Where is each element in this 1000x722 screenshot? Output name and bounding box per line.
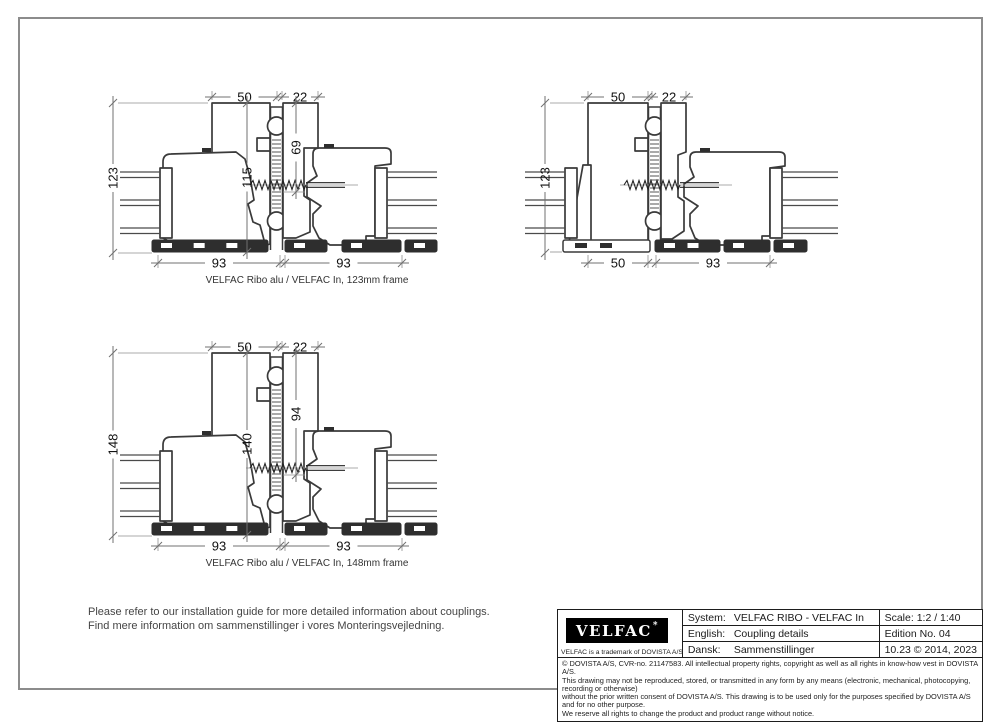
sheet-border xyxy=(18,17,983,690)
copyright-line: This drawing may not be reproduced, stor… xyxy=(562,675,971,693)
note-line-en: Please refer to our installation guide f… xyxy=(88,606,490,618)
meta-cell: Scale: 1:2 / 1:40 Edition No. 04 10.23 ©… xyxy=(879,610,982,657)
installation-note: Please refer to our installation guide f… xyxy=(88,606,490,633)
dimension-label: 50 xyxy=(237,340,251,355)
dimension-label: 93 xyxy=(336,256,350,271)
title-block: VELFAC* VELFAC is a trademark of DOVISTA… xyxy=(557,609,983,722)
dimension-label: 93 xyxy=(336,539,350,554)
dimension-label: 93 xyxy=(212,256,226,271)
dimension-label: 22 xyxy=(662,90,676,105)
dansk-row: Dansk: Sammenstillinger xyxy=(683,642,879,657)
dansk-value: Sammenstillinger xyxy=(733,643,815,656)
scale-row: Scale: 1:2 / 1:40 xyxy=(879,610,982,626)
dimension-label: 50 xyxy=(611,256,625,271)
dimension-label: 115 xyxy=(240,167,255,188)
dimension-label: 50 xyxy=(237,90,251,105)
title-block-top: VELFAC* VELFAC is a trademark of DOVISTA… xyxy=(558,610,982,658)
dimension-label: 93 xyxy=(706,256,720,271)
copyright-line: We reserve all rights to change the prod… xyxy=(562,708,815,718)
copyright-line: without the prior written consent of DOV… xyxy=(562,692,971,710)
note-line-da: Find mere information om sammenstillinge… xyxy=(88,619,445,632)
dimension-label: 22 xyxy=(293,340,307,355)
detail-123-50-variant: 50 22 123 50 93 xyxy=(525,90,838,271)
english-label: English: xyxy=(687,627,726,640)
velfac-logo: VELFAC* xyxy=(566,618,668,643)
drawing-sheet: { "drawings": [ { "caption": "VELFAC Rib… xyxy=(18,17,983,722)
edition-row: Edition No. 04 xyxy=(879,626,982,642)
dimension-label: 123 xyxy=(106,167,121,189)
dimension-label: 140 xyxy=(240,433,255,455)
trademark-line: VELFAC is a trademark of DOVISTA A/S xyxy=(561,649,683,656)
system-value: VELFAC RIBO - VELFAC In xyxy=(733,611,864,624)
date-row: 10.23 © 2014, 2023 xyxy=(884,643,977,656)
dansk-label: Dansk: xyxy=(687,643,721,656)
copyright-block: © DOVISTA A/S, CVR-no. 21147583. All int… xyxy=(558,658,982,721)
dimension-label: 123 xyxy=(538,167,553,189)
english-value: Coupling details xyxy=(733,627,809,640)
drawing-caption: VELFAC Ribo alu / VELFAC In, 148mm frame xyxy=(206,558,409,569)
dimension-label: 50 xyxy=(611,90,625,105)
dimension-label: 22 xyxy=(293,90,307,105)
logo-cell: VELFAC* VELFAC is a trademark of DOVISTA… xyxy=(558,610,683,657)
logo-text: VELFAC xyxy=(575,621,652,640)
dimension-label: 94 xyxy=(289,407,304,421)
drawing-caption: VELFAC Ribo alu / VELFAC In, 123mm frame xyxy=(206,275,409,286)
dimension-label: 148 xyxy=(106,434,121,456)
system-info-cell: System: VELFAC RIBO - VELFAC In English:… xyxy=(682,610,880,657)
copyright-line: © DOVISTA A/S, CVR-no. 21147583. All int… xyxy=(562,659,978,677)
system-label: System: xyxy=(687,611,726,624)
english-row: English: Coupling details xyxy=(682,626,879,642)
dimension-label: 69 xyxy=(289,140,304,154)
logo-trademark-mark: * xyxy=(652,620,660,631)
system-row: System: VELFAC RIBO - VELFAC In xyxy=(682,610,879,626)
dimension-label: 93 xyxy=(212,539,226,554)
